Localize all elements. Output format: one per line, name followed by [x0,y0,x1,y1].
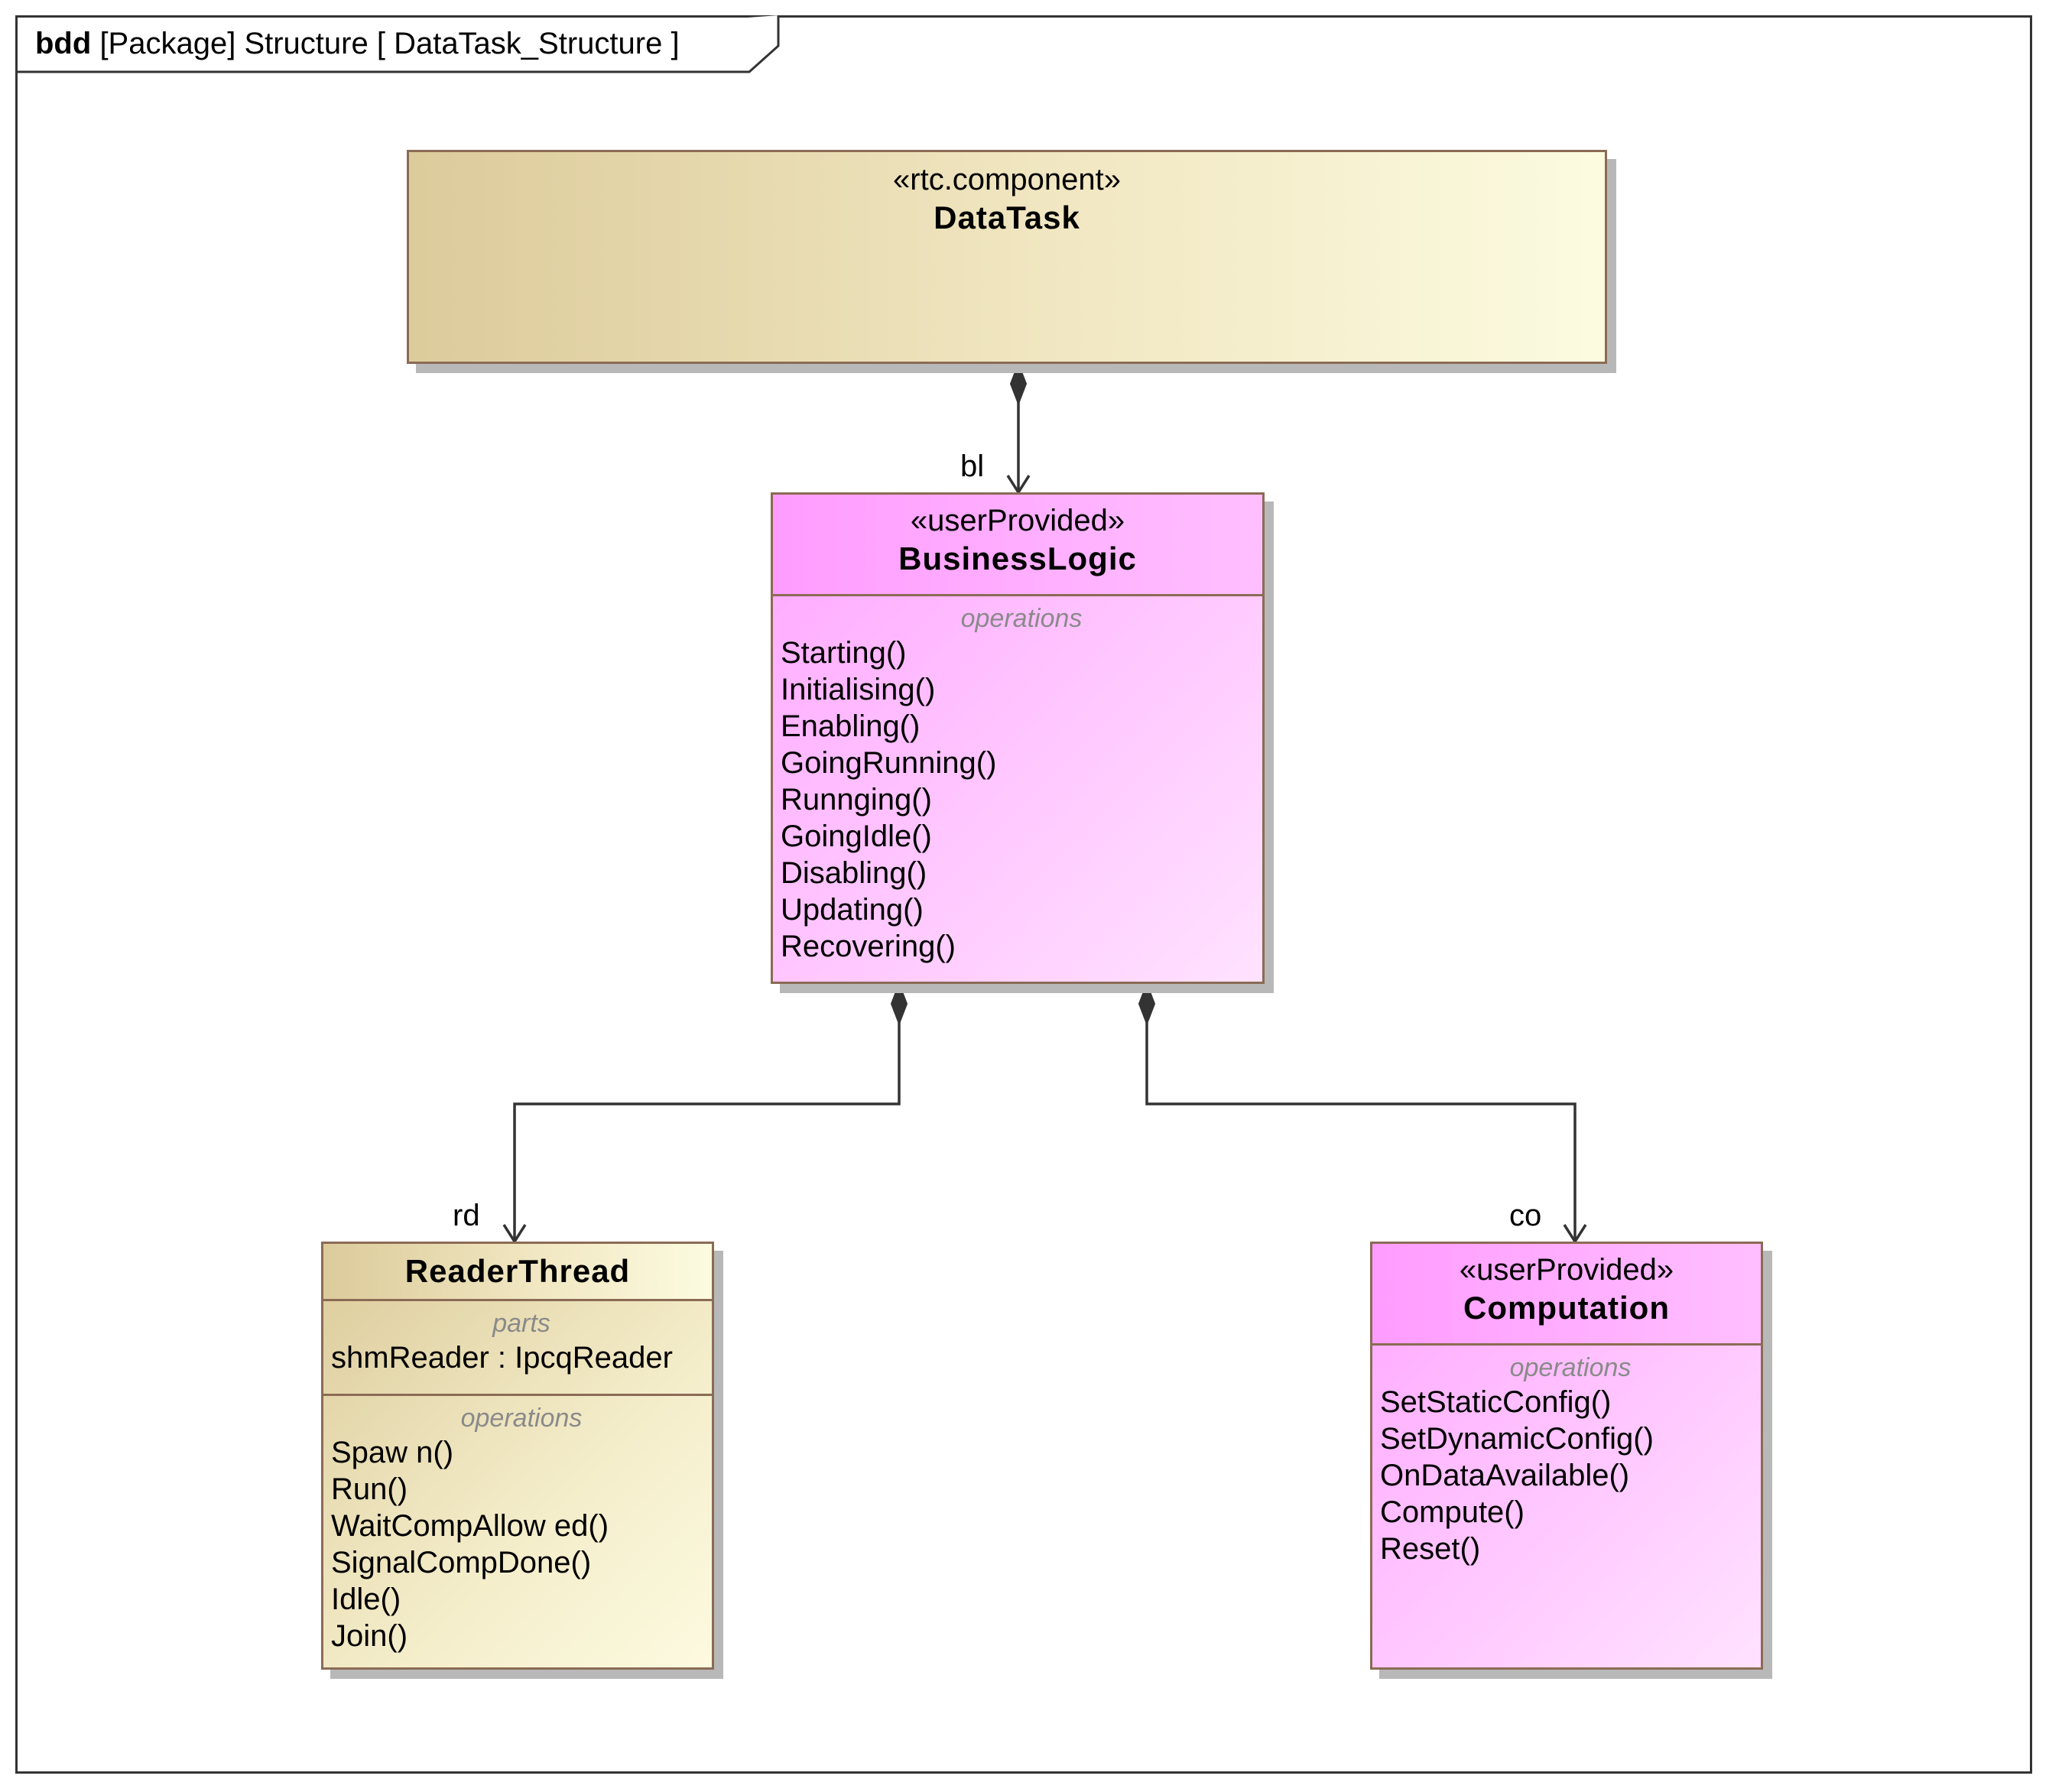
operation-item: OnDataAvailable() [1380,1459,1630,1492]
block-name: DataTask [934,200,1080,235]
composite-diamond-bl-co [1138,982,1156,1026]
operation-item: Join() [331,1619,408,1653]
block-name: BusinessLogic [898,541,1137,576]
block-readerthread[interactable]: ReaderThread parts shmReader : IpcqReade… [321,1242,714,1670]
operation-item: Spaw n() [331,1436,454,1469]
operation-item: Updating() [781,893,924,927]
operation-item: GoingRunning() [781,746,997,780]
operation-item: SetStaticConfig() [1380,1385,1612,1419]
compartment-title: operations [460,1404,583,1433]
composition-line-bl-co [1145,984,1577,1242]
part-item: shmReader : IpcqReader [331,1341,673,1375]
operation-item: SignalCompDone() [331,1546,592,1579]
stereotype-label: «rtc.component» [893,163,1121,196]
frame-tab: bdd [Package] Structure [ DataTask_Struc… [15,15,680,72]
composition-line-bl-rd [513,984,901,1242]
diagram-frame [15,15,2032,1774]
operation-item: Runnging() [781,783,932,816]
operation-item: Idle() [331,1583,401,1616]
operation-item: Run() [331,1472,408,1506]
block-name: ReaderThread [404,1253,631,1289]
role-label-bl: bl [960,450,985,483]
compartment-title: operations [1509,1353,1632,1382]
parts-compartment: parts shmReader : IpcqReader [323,1299,712,1394]
operation-item: Starting() [781,636,907,670]
block-name: Computation [1463,1290,1670,1326]
composite-diamond-bl-rd [890,982,908,1026]
block-businesslogic[interactable]: «userProvided» BusinessLogic operations … [771,492,1265,984]
operations-compartment: operations Spaw n() Run() WaitCompAllow … [323,1394,712,1654]
role-label-rd: rd [453,1199,480,1232]
operation-item: Initialising() [781,673,936,706]
stereotype-label: «userProvided» [910,504,1125,537]
block-datatask[interactable]: «rtc.component» DataTask [407,150,1607,364]
operation-item: Recovering() [781,930,956,963]
operation-item: Enabling() [781,709,921,743]
role-label-co: co [1509,1199,1542,1232]
compartment-title: parts [492,1309,550,1338]
composite-diamond-datatask [1009,362,1028,406]
operation-item: SetDynamicConfig() [1380,1422,1654,1456]
operations-compartment: operations Starting() Initialising() Ena… [773,594,1262,965]
block-computation[interactable]: «userProvided» Computation operations Se… [1370,1242,1763,1670]
operation-item: GoingIdle() [781,820,932,853]
frame-title: [Package] Structure [ DataTask_Structure… [99,27,680,60]
operations-compartment: operations SetStaticConfig() SetDynamicC… [1372,1343,1761,1567]
operation-item: WaitCompAllow ed() [331,1509,609,1543]
operation-item: Disabling() [781,856,927,890]
stereotype-label: «userProvided» [1459,1253,1674,1287]
compartment-title: operations [960,604,1083,633]
operation-item: Compute() [1380,1495,1525,1529]
frame-kind: bdd [35,27,92,60]
operation-item: Reset() [1380,1532,1481,1566]
